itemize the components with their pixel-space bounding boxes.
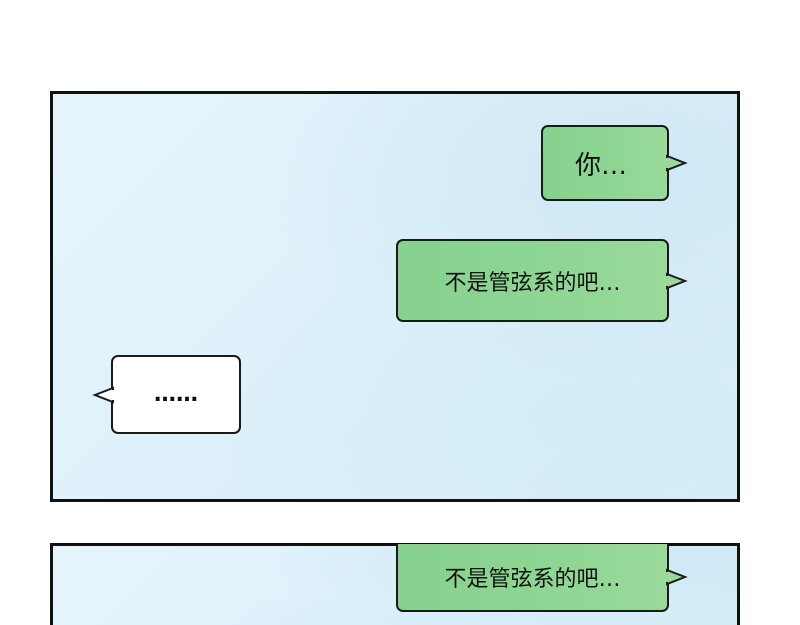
speech-bubble-text: ……	[154, 382, 198, 407]
speech-bubble-text: 不是管弦系的吧…	[444, 270, 621, 296]
speech-bubble-tail	[665, 154, 688, 172]
speech-bubble-green-2: 不是管弦系的吧…	[396, 239, 688, 322]
speech-bubble-tail	[92, 386, 115, 403]
speech-bubble-white: ……	[92, 355, 241, 434]
speech-bubble-green-1: 你…	[541, 125, 688, 201]
speech-bubble-tail	[665, 272, 688, 289]
speech-bubble-green-3: 不是管弦系的吧…	[396, 544, 688, 612]
speech-bubble-text: 不是管弦系的吧…	[444, 567, 621, 592]
speech-bubble-tail	[665, 568, 688, 586]
speech-bubble-text: 你…	[574, 150, 627, 181]
